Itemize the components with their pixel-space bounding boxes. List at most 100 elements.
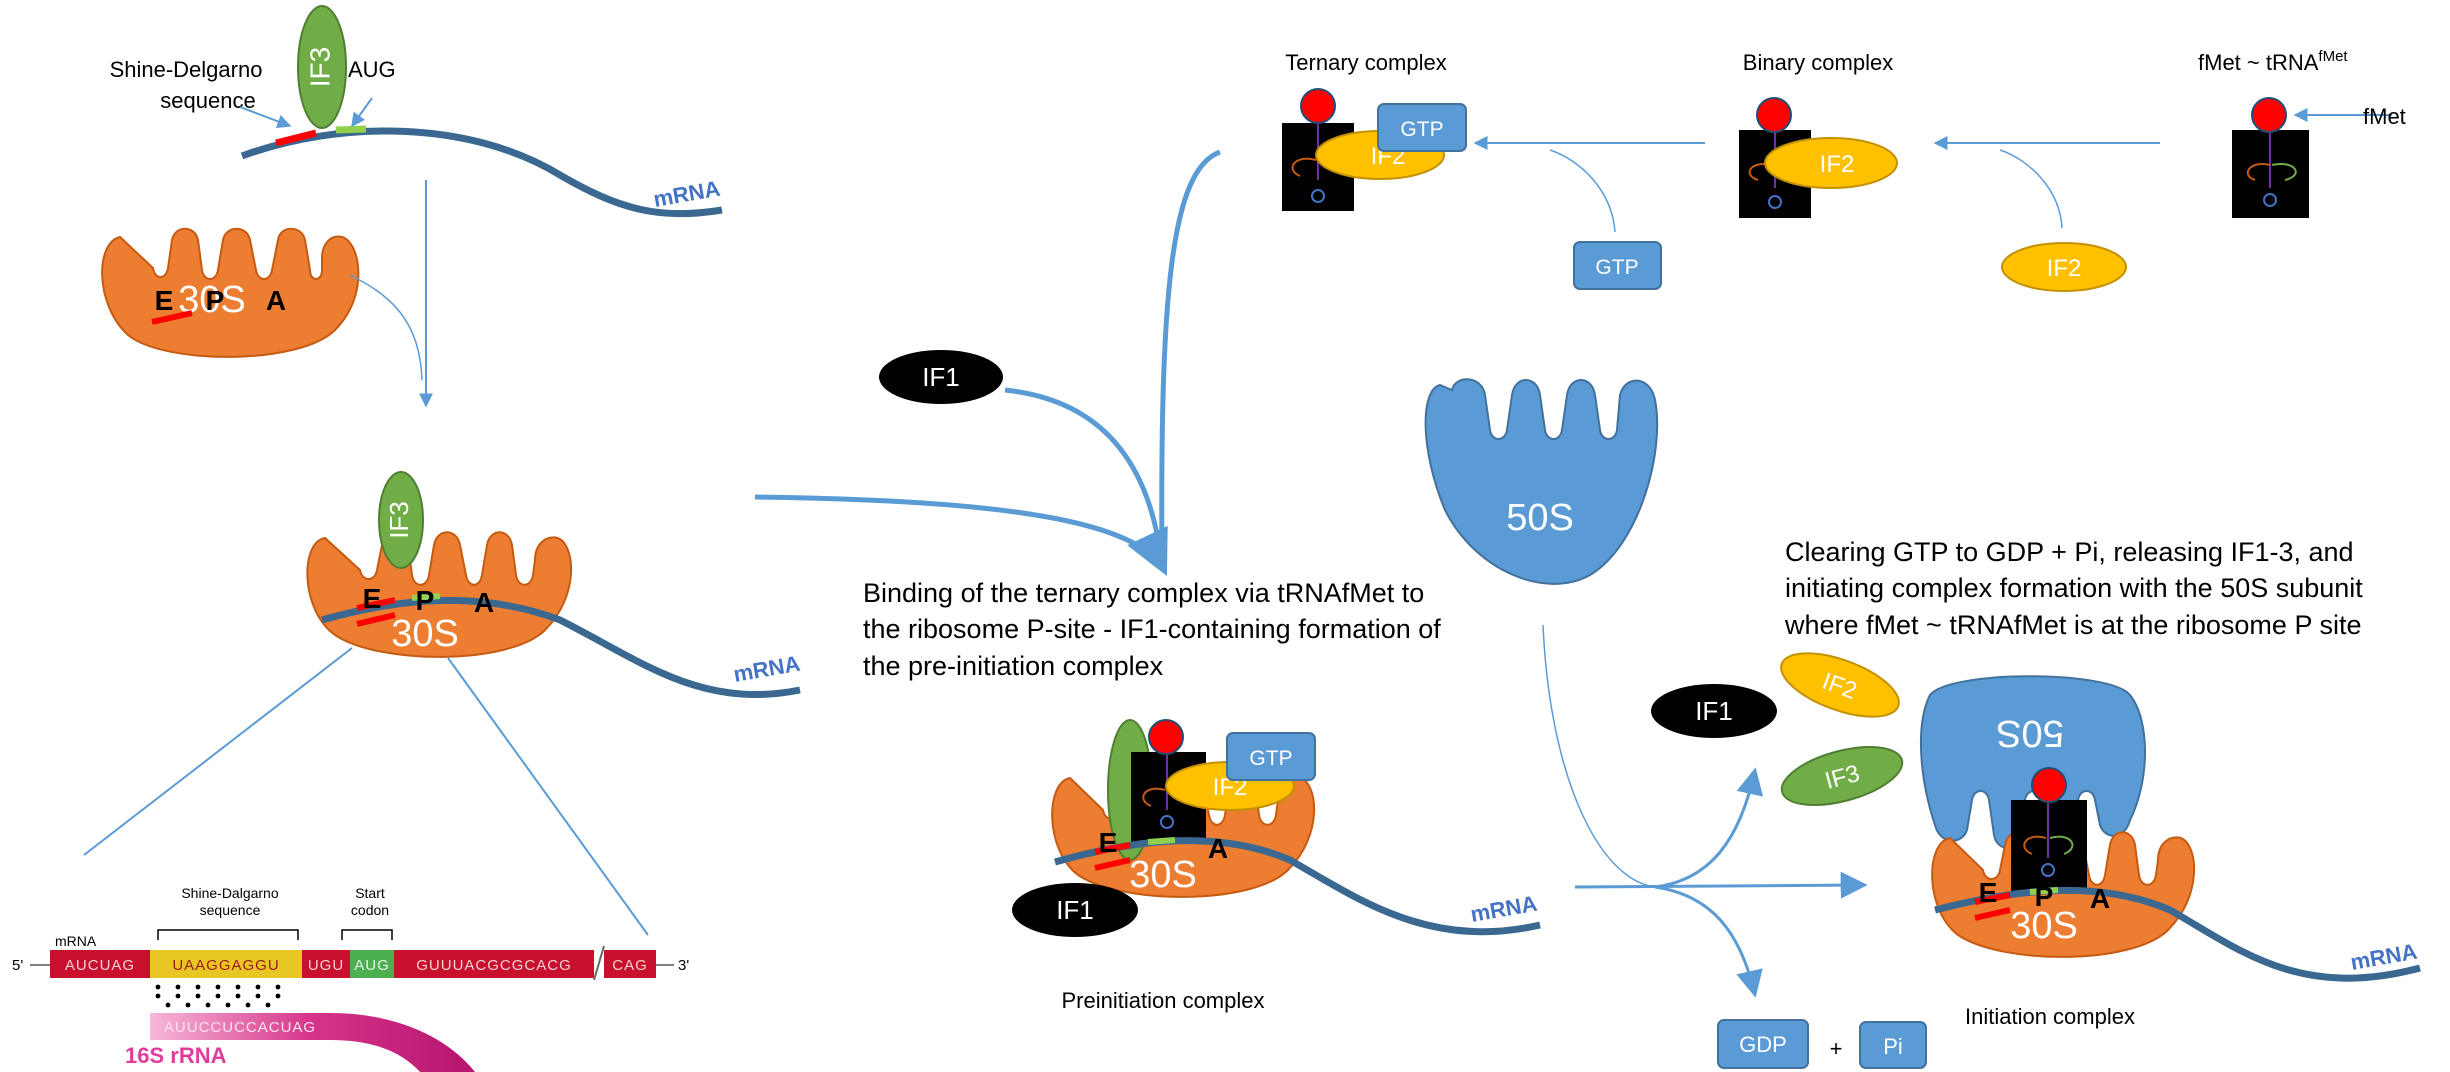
if1-label-released: IF1 <box>1695 696 1733 726</box>
ternary-to-preinit-arrow <box>1159 149 1221 566</box>
clearing-text-2: initiating complex formation with the 50… <box>1785 573 2363 603</box>
seq-text-red-2: UGU <box>308 957 344 974</box>
mrna-strand-init <box>1934 886 2421 982</box>
seq-text-yellow: UAAGGAGGU <box>172 957 279 974</box>
clearing-text-1: Clearing GTP to GDP + Pi, releasing IF1-… <box>1785 537 2354 567</box>
a-site-label-mid: A <box>474 587 494 618</box>
if2-label-binary: IF2 <box>1820 151 1855 178</box>
if3-factor-mid <box>378 471 424 569</box>
e-site-label-preinit: E <box>1099 827 1118 858</box>
binary-complex-title: Binary complex <box>1743 50 1893 75</box>
gdp-box <box>1717 1019 1809 1069</box>
mrna-strand-mid <box>321 596 801 698</box>
trna-section: fMet ~ tRNAfMet fMet IF2 Binary complex … <box>1282 48 2406 292</box>
fmet-label: fMet <box>2363 104 2406 129</box>
inset-start-label-1: Start <box>355 885 385 901</box>
if1-factor-free <box>879 350 1003 404</box>
fmet-residue-init <box>2031 767 2067 803</box>
e-site-label-init: E <box>1979 877 1998 908</box>
anti-sd-segment-init <box>1974 907 2011 921</box>
release-gdp-arrow <box>1654 885 1763 998</box>
base-pairing-dots <box>155 984 281 1008</box>
seq-block-green <box>350 950 394 978</box>
inset-start-bracket <box>341 929 393 940</box>
large-subunit-50s-free: 50S <box>1424 378 1659 585</box>
pi-label: Pi <box>1883 1034 1903 1059</box>
if1-factor-preinit <box>1012 883 1138 937</box>
if1-label-free: IF1 <box>922 362 960 392</box>
p-site-label-mid: P <box>416 585 435 616</box>
seq-text-red-4: CAG <box>612 957 648 974</box>
zoom-line-left <box>83 647 353 856</box>
aug-segment-preinit <box>1147 837 1176 845</box>
a-site-label-init: A <box>2090 883 2110 914</box>
sd-pointer-arrow <box>239 106 292 129</box>
seq-block-red-3 <box>394 950 594 978</box>
binding-description: Binding of the ternary complex via tRNAf… <box>863 578 1441 681</box>
large-subunit-50s-shape <box>1424 378 1659 585</box>
if3-label: IF3 <box>304 47 335 87</box>
if1-to-preinit-arrow <box>1004 387 1165 566</box>
if3-factor <box>297 5 347 129</box>
binding-text-2: the ribosome P-site - IF1-containing for… <box>863 614 1441 644</box>
if1-label-preinit: IF1 <box>1056 895 1094 925</box>
30s-label-init: 30S <box>2010 905 2078 947</box>
16s-rrna-label: 16S rRNA <box>125 1043 227 1068</box>
50s-label-bound: 50S <box>1996 712 2064 754</box>
gtp-label-ternary: GTP <box>1400 118 1443 141</box>
mrna-label-mid: mRNA <box>732 651 803 687</box>
50s-label: 50S <box>1506 497 1574 539</box>
pi-box <box>1859 1021 1927 1069</box>
a-site-label-preinit: A <box>1208 833 1228 864</box>
sequence-inset: mRNA Shine-Dalgarno sequence Start codon… <box>12 885 689 1072</box>
fmet-trna-title: fMet ~ tRNAfMet <box>2198 48 2348 75</box>
mrna-label-preinit: mRNA <box>1469 891 1540 927</box>
inset-sd-label-1: Shine-Dalgarno <box>181 885 278 901</box>
aug-segment <box>335 125 367 134</box>
gtp-free <box>1573 241 1662 290</box>
fmet-residue-binary <box>1756 97 1792 133</box>
preinit-to-init-arrow <box>1574 871 1868 899</box>
gtp-preinit <box>1226 732 1316 781</box>
inset-sd-label-2: sequence <box>200 902 261 918</box>
clearing-text-3: where fMet ~ tRNAfMet is at the ribosome… <box>1784 610 2361 640</box>
initiation-complex: 50S E P A 30S mRNA Initiation complex <box>1919 675 2421 1029</box>
shine-delgarno-label-1: Shine-Delgarno <box>110 57 263 82</box>
binding-text-3: the pre-initiation complex <box>863 651 1164 681</box>
seq-block-red-4 <box>604 950 656 978</box>
30s-label-mid: 30S <box>391 613 459 655</box>
inset-sd-bracket <box>157 929 299 940</box>
aug-segment-init <box>2029 887 2059 895</box>
if2-label-free: IF2 <box>2047 255 2082 282</box>
zoom-line-right <box>447 657 649 936</box>
gtp-label-free: GTP <box>1595 256 1638 279</box>
plus-sign: + <box>1830 1036 1843 1061</box>
seq-text-red-1: AUCUAG <box>65 957 135 974</box>
if2-factor-released <box>1780 652 1900 718</box>
e-site-label-mid: E <box>363 583 382 614</box>
merge-curve <box>349 274 423 381</box>
aug-segment-mid <box>411 593 441 601</box>
aug-label: AUG <box>348 57 396 82</box>
gdp-label: GDP <box>1739 1032 1787 1057</box>
small-subunit-30s-free <box>101 227 360 358</box>
release-arrows <box>1542 624 1868 998</box>
fmet-residue-ternary <box>1300 88 1336 124</box>
inset-five-prime: 5' <box>12 957 23 974</box>
inset-mrna-label: mRNA <box>55 933 97 949</box>
mrna-strand <box>240 127 723 218</box>
gtp-join-curve <box>1549 149 1616 233</box>
sd-segment-mid <box>356 597 396 611</box>
inset-three-prime: 3' <box>678 957 689 974</box>
free-components: IF3 mRNA Shine-Delgarno sequence AUG 30S… <box>101 5 723 408</box>
gtp-ternary <box>1377 103 1467 152</box>
seq-block-yellow <box>150 950 302 978</box>
seq-break-mark <box>593 945 605 981</box>
if2-factor-binary <box>1764 137 1898 189</box>
rrna-sequence-text: AUUCCUCCACUAG <box>164 1019 316 1036</box>
mrna-strand-preinit <box>1054 837 1541 936</box>
clearing-description: Clearing GTP to GDP + Pi, releasing IF1-… <box>1784 537 2363 640</box>
inset-start-label-2: codon <box>351 902 389 918</box>
binding-text-1: Binding of the ternary complex via tRNAf… <box>863 578 1424 608</box>
seq-text-red-3: GUUUACGCGCACG <box>416 957 572 974</box>
